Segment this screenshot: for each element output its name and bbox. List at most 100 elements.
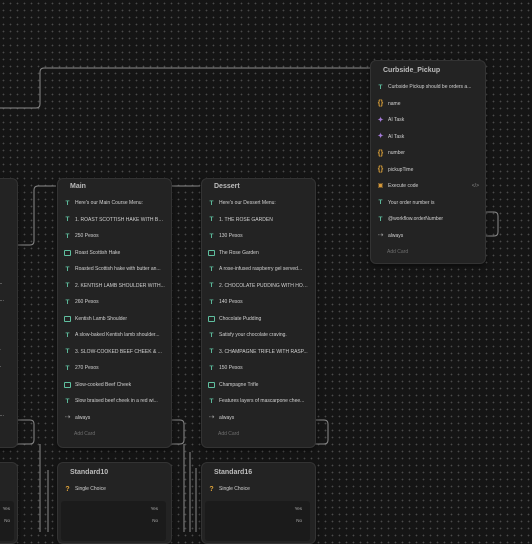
- standard16-no-label: No: [296, 518, 302, 523]
- text-icon: T: [209, 216, 214, 224]
- left_partial-row[interactable]: [0, 259, 17, 276]
- text-icon: T: [209, 397, 214, 405]
- text-icon: T: [378, 215, 383, 223]
- main-row-text: 3. SLOW-COOKED BEEF CHEEK & ...: [75, 348, 162, 355]
- ai-sparkle-icon: ✦: [377, 116, 384, 124]
- text-icon: T: [209, 331, 214, 339]
- left_partial-row[interactable]: [0, 391, 17, 408]
- left_partial-row[interactable]: sht...: [0, 407, 17, 424]
- dessert-row-text: Satisfy your chocolate craving.: [219, 332, 287, 339]
- left-partial-card[interactable]: co... TH... ilt... IT... sht...: [0, 178, 18, 448]
- main-row[interactable]: ⇢always: [58, 410, 171, 427]
- left_partial-row[interactable]: [0, 226, 17, 243]
- left_partial-row[interactable]: IT...: [0, 358, 17, 375]
- image-icon: [64, 381, 71, 388]
- dessert-row-text: The Rose Garden: [219, 249, 259, 256]
- ai-sparkle-icon: ✦: [377, 133, 384, 141]
- main-row[interactable]: Roast Scottish Hake: [58, 245, 171, 262]
- curbside-row[interactable]: {}name: [371, 96, 485, 113]
- left_partial-row[interactable]: ilt...: [0, 341, 17, 358]
- left_partial-row[interactable]: [0, 325, 17, 342]
- question-icon: ?: [65, 485, 70, 493]
- text-icon: T: [65, 232, 70, 240]
- curbside-row[interactable]: {}number: [371, 145, 485, 162]
- variable-icon: {}: [377, 166, 384, 174]
- variable-icon: {}: [377, 100, 384, 108]
- standard16-single-choice[interactable]: ? Single Choice: [209, 485, 250, 493]
- text-icon: T: [65, 364, 70, 372]
- standard10-single-choice[interactable]: ? Single Choice: [65, 485, 106, 493]
- dessert-row[interactable]: Chocolate Pudding: [202, 311, 315, 328]
- dessert-add-card-button[interactable]: Add Card: [218, 431, 240, 437]
- curbside-row[interactable]: ⇢always: [371, 228, 485, 245]
- curbside-row[interactable]: ✦AI Task: [371, 112, 485, 129]
- left_partial-row[interactable]: [0, 209, 17, 226]
- text-icon: T: [209, 265, 214, 273]
- left_partial-row[interactable]: [0, 374, 17, 391]
- main-row[interactable]: Slow-cooked Beef Cheek: [58, 377, 171, 394]
- left-no-label: No: [4, 518, 10, 523]
- text-icon: T: [65, 397, 70, 405]
- left_partial-row-text: IT...: [0, 363, 15, 369]
- curbside-add-card-button[interactable]: Add Card: [387, 249, 409, 255]
- main-row-text: Kentish Lamb Shoulder: [75, 315, 127, 322]
- dessert-row-text: 130 Pesos: [219, 233, 243, 240]
- left_partial-row-text: TH...: [0, 296, 4, 303]
- curbside-row[interactable]: ✦ AI Task: [371, 129, 485, 146]
- left_partial-row[interactable]: TH...: [0, 292, 17, 309]
- text-icon: T: [65, 348, 70, 356]
- dessert-row[interactable]: T 1. THE ROSE GARDEN: [202, 212, 315, 229]
- main-row-text: Here's our Main Course Menu:: [75, 200, 143, 207]
- standard16-yes-label: Yes: [294, 506, 302, 511]
- main-row[interactable]: T 3. SLOW-COOKED BEEF CHEEK & ...: [58, 344, 171, 361]
- curbside-row-text: AI Task: [388, 133, 405, 140]
- main-add-card-button[interactable]: Add Card: [74, 431, 96, 437]
- standard10-card[interactable]: Standard10 ? Single Choice Yes No: [57, 462, 172, 544]
- dessert-row[interactable]: T Satisfy your chocolate craving.: [202, 327, 315, 344]
- dessert-row[interactable]: Champagne Trifle: [202, 377, 315, 394]
- left_partial-row[interactable]: co...: [0, 275, 17, 292]
- left_partial-row[interactable]: [0, 242, 17, 259]
- curbside-row-text: Execute code: [388, 183, 419, 190]
- dessert-row[interactable]: The Rose Garden: [202, 245, 315, 262]
- curbside-row-text: @workflow.orderNumber: [388, 216, 444, 223]
- left-choice-card[interactable]: Yes No: [0, 462, 18, 544]
- image-icon: [208, 381, 215, 388]
- text-icon: T: [209, 364, 214, 372]
- curbside-row[interactable]: {}pickupTime: [371, 162, 485, 179]
- image-icon: [64, 315, 71, 322]
- left_partial-row-text: co...: [0, 280, 3, 287]
- curbside-row[interactable]: ▣Execute code</>: [371, 178, 485, 195]
- curbside-row[interactable]: T @workflow.orderNumber: [371, 211, 485, 228]
- text-icon: T: [209, 348, 214, 356]
- main-row[interactable]: Kentish Lamb Shoulder: [58, 311, 171, 328]
- left_partial-row[interactable]: [0, 308, 17, 325]
- main-card-title: Main: [70, 183, 86, 190]
- dessert-row-text: 1. THE ROSE GARDEN: [219, 216, 273, 223]
- dessert-row[interactable]: ⇢always: [202, 410, 315, 427]
- main-row-text: Slow-cooked Beef Cheek: [75, 381, 132, 388]
